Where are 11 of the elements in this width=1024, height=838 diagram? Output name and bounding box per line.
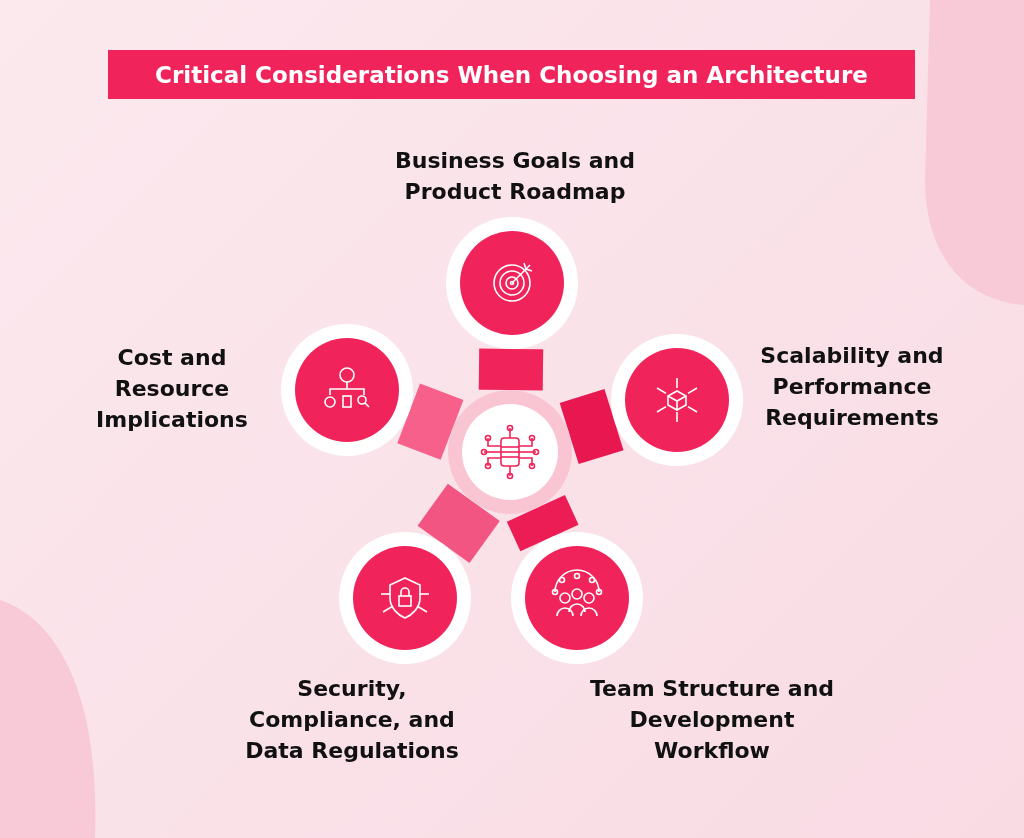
node-label: Scalability and Performance Requirements (759, 342, 945, 432)
node-label: Cost and Resource Implications (95, 344, 249, 434)
connector-band (397, 383, 464, 460)
node-label: Security, Compliance, and Data Regulations (244, 675, 460, 765)
title-banner: Critical Considerations When Choosing an Architecture (108, 50, 915, 99)
connector-band (559, 389, 624, 465)
node-label: Business Goals and Product Roadmap (393, 147, 637, 206)
node-label: Team Structure and Development Workflow (588, 675, 836, 765)
connector-band (417, 483, 500, 564)
connector-band (506, 495, 579, 552)
connector-band (478, 348, 544, 391)
